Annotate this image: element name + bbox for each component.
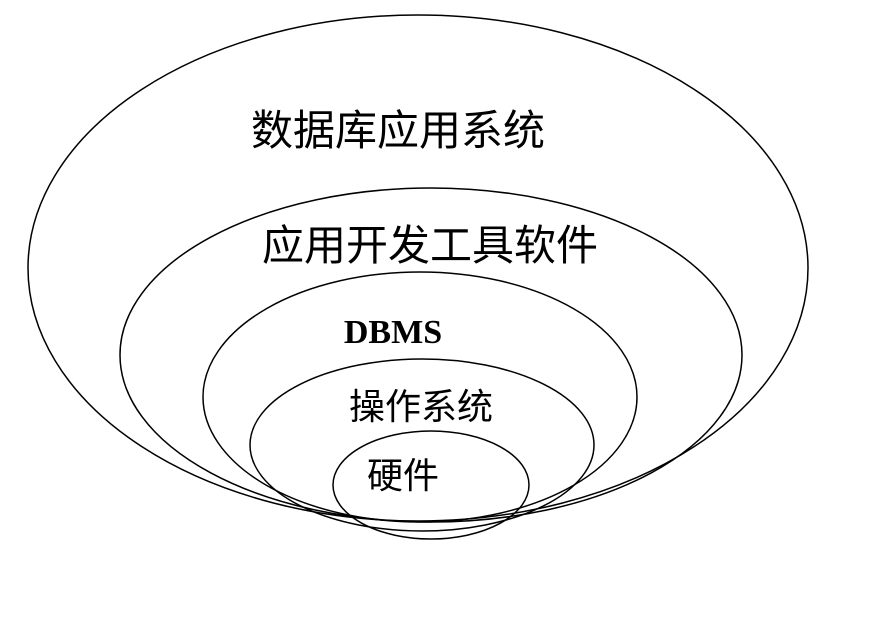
layer-label-hardware: 硬件 [367,456,439,497]
layer-label-db-application-system: 数据库应用系统 [251,106,545,155]
layer-ring-dbms [202,271,638,523]
layer-ring-operating-system [249,358,595,532]
layer-label-operating-system: 操作系统 [349,387,493,428]
layer-ring-db-application-system [27,14,809,522]
layer-label-app-dev-tools: 应用开发工具软件 [262,221,598,270]
layer-label-dbms: DBMS [344,314,442,351]
layer-ring-hardware [332,430,530,540]
